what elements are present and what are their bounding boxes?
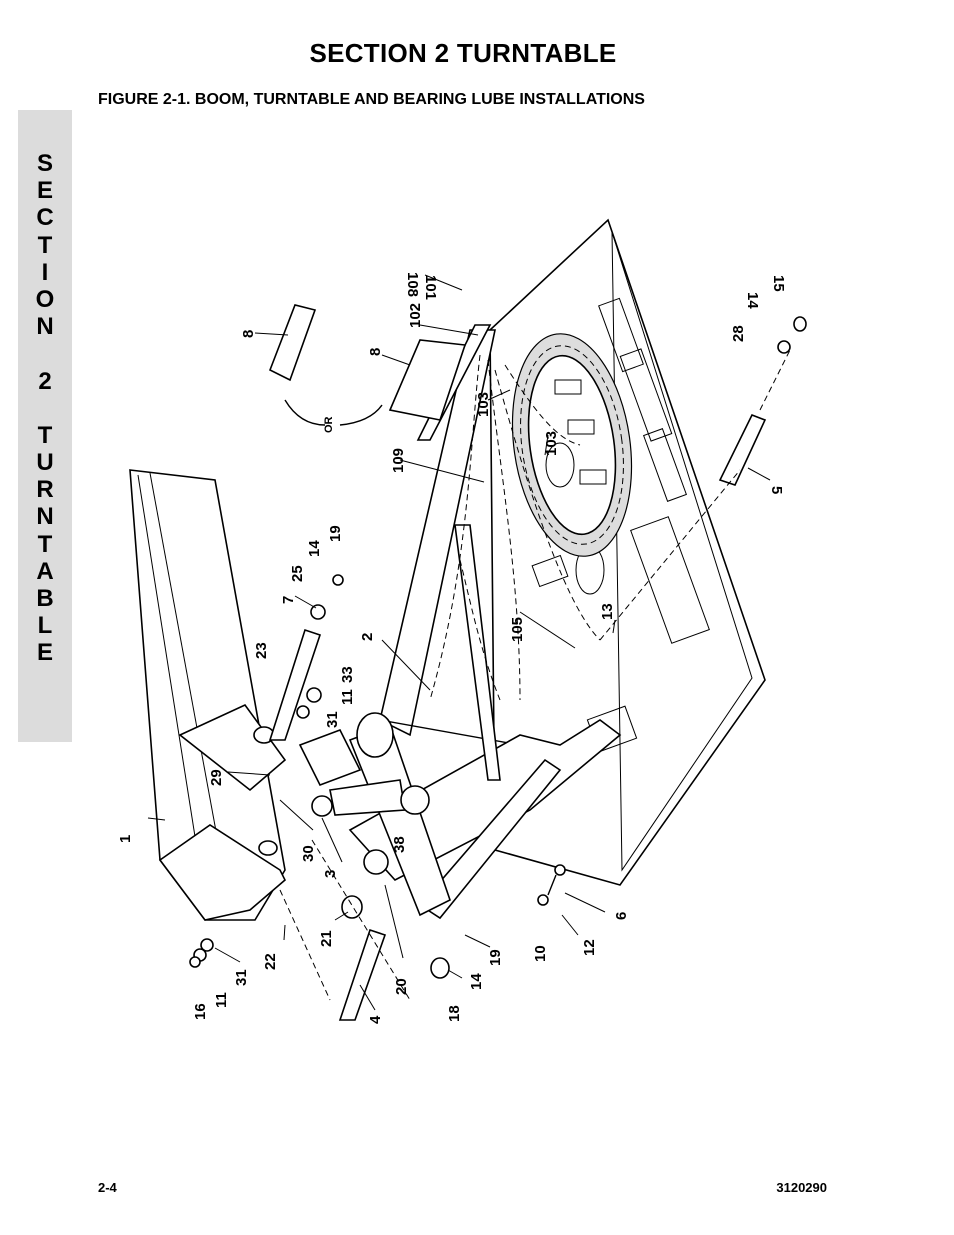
side-tab-letter: N xyxy=(36,503,54,531)
callout-label: 23 xyxy=(253,642,270,659)
callout-label: 103 xyxy=(543,431,560,456)
side-tab-letter: T xyxy=(37,530,53,558)
callout-label: 15 xyxy=(770,275,787,292)
callout-label: 11 xyxy=(339,689,356,705)
callout-label: 22 xyxy=(262,953,279,970)
callout-label: 2 xyxy=(359,633,376,641)
section-side-tab: S E C T I O N 2 T U R N T A B L E xyxy=(18,110,72,742)
callout-label: 109 xyxy=(390,448,407,473)
side-tab-letter: L xyxy=(37,612,53,640)
callout-label: 4 xyxy=(367,1015,384,1024)
callout-label: 14 xyxy=(744,292,761,309)
callout-label: 10 xyxy=(532,945,549,962)
callout-label: 8 xyxy=(367,348,384,356)
side-tab-letter: B xyxy=(36,585,54,612)
callout-label: 18 xyxy=(446,1005,463,1022)
side-tab-letters: S E C T I O N 2 T U R N T A B L E xyxy=(18,150,72,667)
side-tab-letter: C xyxy=(36,204,54,232)
page-number: 2-4 xyxy=(98,1180,117,1195)
callout-label: 29 xyxy=(208,769,225,786)
callout-label: 33 xyxy=(339,666,356,683)
callout-label: 6 xyxy=(613,912,630,920)
callout-label: 28 xyxy=(730,325,747,342)
callout-labels: 108 101 102 8 8 OR 103 103 109 15 14 28 … xyxy=(117,272,787,1024)
side-tab-letter: E xyxy=(36,177,53,205)
callout-label: 103 xyxy=(475,392,492,417)
callout-label: 19 xyxy=(327,525,344,542)
callout-label: 14 xyxy=(468,973,485,990)
callout-label: 102 xyxy=(407,303,424,328)
swing-bearing-gear xyxy=(511,333,633,557)
document-number: 3120290 xyxy=(776,1180,827,1195)
callout-label: 38 xyxy=(391,836,408,853)
callout-label: 30 xyxy=(300,845,317,862)
callout-label: 101 xyxy=(422,275,439,300)
callout-label: 14 xyxy=(306,540,323,557)
callout-label: 25 xyxy=(289,565,306,582)
callout-label: 31 xyxy=(233,969,250,986)
side-tab-letter: U xyxy=(36,449,54,477)
callout-label: 7 xyxy=(280,596,297,604)
pins-hardware xyxy=(189,304,807,1021)
callout-label: 19 xyxy=(487,949,504,966)
lube-hose-routing xyxy=(279,349,791,1001)
lift-cylinder xyxy=(298,712,451,917)
figure-title: FIGURE 2-1. BOOM, TURNTABLE AND BEARING … xyxy=(98,91,645,108)
boom xyxy=(129,469,287,921)
callout-label: 13 xyxy=(599,603,616,620)
callout-label: 16 xyxy=(192,1003,209,1020)
callout-label: 31 xyxy=(324,711,341,728)
callout-label: 12 xyxy=(581,939,598,956)
side-tab-letter: I xyxy=(41,258,49,286)
side-tab-letter: T xyxy=(37,231,53,259)
side-tab-letter: R xyxy=(36,476,54,504)
section-title: SECTION 2 TURNTABLE xyxy=(309,38,617,68)
side-tab-letter: N xyxy=(36,313,54,341)
side-tab-letter: T xyxy=(37,421,53,449)
callout-label: 8 xyxy=(240,330,257,338)
callout-label: 20 xyxy=(393,978,410,995)
callout-label: 1 xyxy=(117,835,134,843)
callout-label: 5 xyxy=(768,486,785,494)
callout-label: 21 xyxy=(318,930,335,947)
side-tab-letter: S xyxy=(36,150,53,177)
callout-label: OR xyxy=(323,416,335,433)
side-tab-letter: E xyxy=(36,639,53,667)
callout-label: 3 xyxy=(322,870,339,878)
side-tab-letter: O xyxy=(35,285,55,313)
callout-label: 105 xyxy=(509,617,526,642)
callout-label: 11 xyxy=(213,992,230,1008)
callout-leader-lines xyxy=(147,274,771,1011)
callout-label: 108 xyxy=(404,272,421,297)
side-tab-letter: A xyxy=(36,557,54,585)
side-tab-letter: 2 xyxy=(38,367,52,395)
